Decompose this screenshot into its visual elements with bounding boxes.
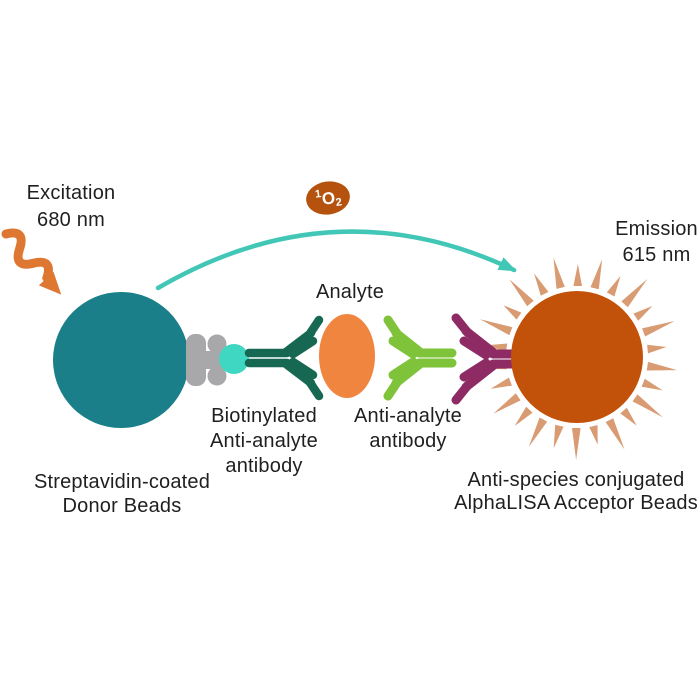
- anti-analyte-antibody-label: Anti-analyte antibody: [353, 405, 462, 452]
- antibody-arm-tip: [383, 376, 403, 401]
- acceptor-ray: [589, 425, 598, 445]
- antibody-arm-tip: [304, 315, 324, 340]
- acceptor-ray: [606, 275, 621, 297]
- streptavidin-lobe-bottom: [207, 366, 227, 386]
- antibody-arm-inner: [288, 336, 318, 359]
- acceptor-ray: [642, 321, 675, 337]
- acceptor-ray: [480, 319, 513, 336]
- energy-transfer-arc: [155, 229, 517, 291]
- biotin-icon: [219, 344, 249, 374]
- streptavidin-icon: [186, 334, 227, 386]
- emission-label: Emission 615 nm: [615, 218, 698, 266]
- antibody-arm-inner: [388, 336, 418, 359]
- excitation-label: Excitation 680 nm: [26, 182, 116, 231]
- acceptor-ray: [509, 279, 534, 307]
- antibody-arm-tip: [383, 315, 403, 340]
- antibody-arm-inner: [459, 358, 491, 382]
- acceptor-ray: [553, 257, 565, 289]
- acceptor-ray: [633, 306, 653, 321]
- excitation-arrowhead: [38, 271, 62, 295]
- singlet-oxygen-subscript: 2: [334, 195, 343, 209]
- analyte-label: Analyte: [315, 281, 385, 303]
- acceptor-ray: [490, 377, 512, 389]
- acceptor-ray: [573, 264, 582, 286]
- acceptor-ray: [503, 305, 522, 320]
- antibody-arm-inner: [459, 336, 491, 360]
- antibody-arm-tip: [451, 313, 473, 338]
- donor-bead: [53, 292, 189, 428]
- streptavidin-lobe-top: [207, 334, 227, 354]
- excitation-wave: [1, 228, 54, 286]
- acceptor-bead: [511, 291, 643, 423]
- acceptor-ray: [553, 424, 564, 449]
- acceptor-ray: [493, 393, 521, 414]
- singlet-oxygen-symbol: O: [320, 187, 337, 209]
- acceptor-ray: [621, 279, 648, 308]
- acceptor-ray: [632, 394, 663, 418]
- acceptor-ray: [572, 428, 581, 460]
- acceptor-ray: [534, 273, 549, 296]
- acceptor-ray: [647, 344, 667, 354]
- biotinylated-antibody-label: Biotinylated Anti-analyte antibody: [209, 405, 318, 477]
- anti-analyte-antibody-icon: [383, 315, 457, 401]
- excitation-arrow-icon: [1, 228, 62, 295]
- acceptor-ray: [646, 361, 678, 371]
- streptavidin-neck: [196, 351, 224, 369]
- acceptor-ray: [641, 378, 663, 391]
- acceptor-ray: [528, 417, 548, 447]
- acceptor-ray: [605, 418, 625, 450]
- singlet-oxygen-badge: [306, 181, 350, 215]
- antibody-arm-inner: [288, 357, 318, 380]
- antibody-arm-tip: [451, 380, 473, 405]
- acceptor-ray: [590, 259, 603, 290]
- acceptor-beads-label: Anti-species conjugated AlphaLISA Accept…: [454, 469, 698, 514]
- biotinylated-antibody-icon: [244, 315, 324, 401]
- acceptor-ray: [620, 407, 637, 426]
- antibody-arm-tip: [304, 376, 324, 401]
- antibody-arm-inner: [388, 357, 418, 380]
- acceptor-bead-rays: [472, 257, 678, 460]
- analyte-icon: [319, 314, 375, 398]
- acceptor-ray: [514, 406, 533, 426]
- donor-beads-label: Streptavidin-coated Donor Beads: [33, 471, 211, 517]
